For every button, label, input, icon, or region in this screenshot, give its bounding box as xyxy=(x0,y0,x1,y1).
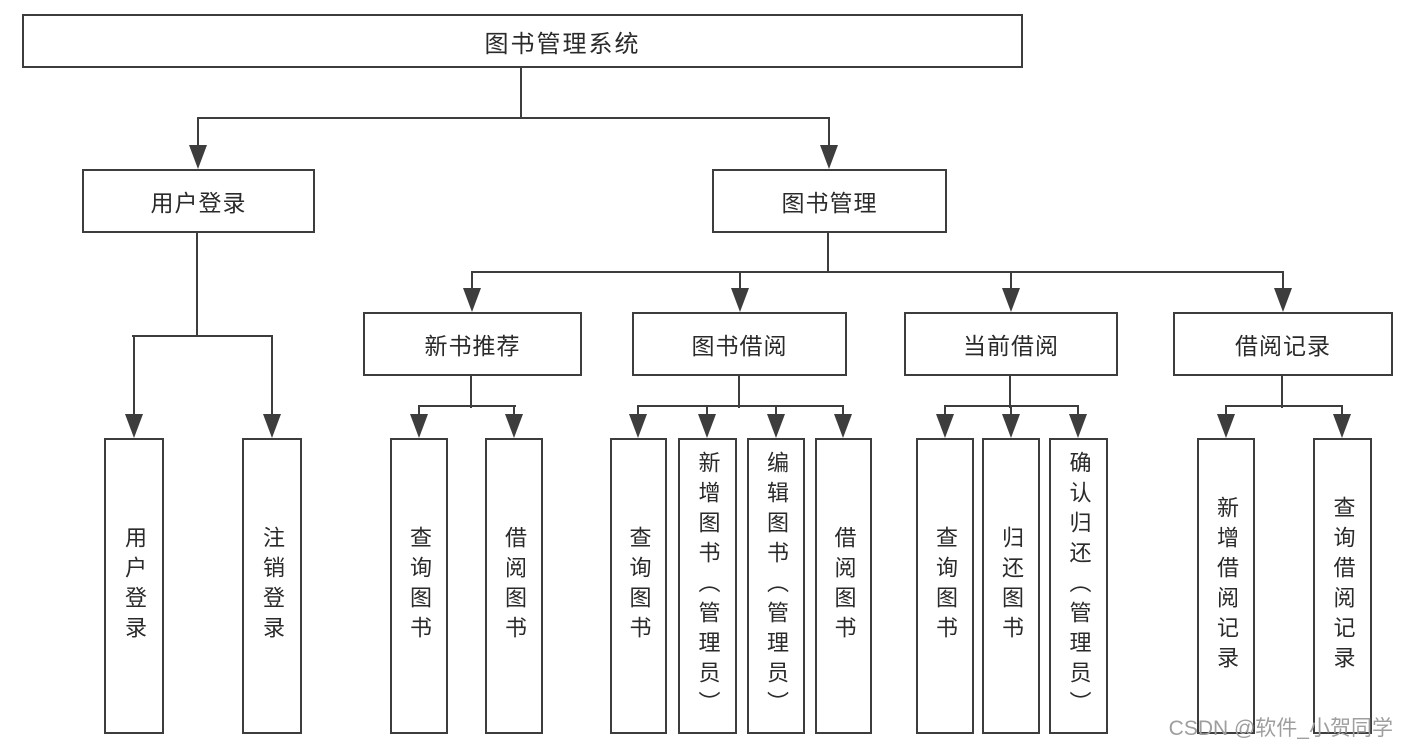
connector-line xyxy=(470,376,472,408)
arrowhead-down xyxy=(629,414,647,438)
node-label: 图书管理 xyxy=(781,190,878,216)
arrowhead-down xyxy=(1333,414,1351,438)
leaf-confirm-return-admin: 确认归还（管理员） xyxy=(1049,438,1108,734)
node-label: 查询图书 xyxy=(626,526,652,646)
arrowhead-down xyxy=(189,145,207,169)
node-book-management: 图书管理 xyxy=(712,169,947,233)
arrowhead-down xyxy=(1002,288,1020,312)
connector-line xyxy=(637,405,844,407)
connector-line xyxy=(520,68,522,119)
arrowhead-down xyxy=(1069,414,1087,438)
connector-line xyxy=(1010,405,1012,416)
connector-line xyxy=(471,271,473,290)
leaf-edit-book-admin: 编辑图书（管理员） xyxy=(747,438,805,734)
leaf-query-books-borrow: 查询图书 xyxy=(610,438,667,734)
connector-line xyxy=(513,405,515,416)
leaf-user-login: 用户登录 xyxy=(104,438,164,734)
node-label: 图书借阅 xyxy=(691,333,788,359)
connector-line xyxy=(196,233,198,337)
node-label: 新增借阅记录 xyxy=(1214,496,1239,676)
leaf-add-book-admin: 新增图书（管理员） xyxy=(678,438,737,734)
leaf-borrow-books: 借阅图书 xyxy=(815,438,872,734)
connector-line xyxy=(842,405,844,416)
connector-line xyxy=(471,271,1284,273)
node-label: 当前借阅 xyxy=(963,333,1059,359)
connector-line xyxy=(706,405,708,416)
connector-line xyxy=(1281,376,1283,408)
node-label: 查询图书 xyxy=(407,526,432,646)
connector-line xyxy=(1341,405,1343,416)
arrowhead-down xyxy=(936,414,954,438)
node-borrow-records: 借阅记录 xyxy=(1173,312,1393,376)
connector-line xyxy=(197,117,830,119)
node-label: 确认归还（管理员） xyxy=(1066,451,1092,721)
arrowhead-down xyxy=(698,414,716,438)
arrowhead-down xyxy=(767,414,785,438)
node-label: 新增图书（管理员） xyxy=(695,451,721,721)
arrowhead-down xyxy=(1274,288,1292,312)
node-label: 用户登录 xyxy=(122,526,147,646)
node-label: 查询借阅记录 xyxy=(1330,496,1356,676)
node-label: 归还图书 xyxy=(999,526,1024,646)
arrowhead-down xyxy=(463,288,481,312)
node-label: 借阅图书 xyxy=(502,526,527,646)
node-library-system: 图书管理系统 xyxy=(22,14,1023,68)
connector-line xyxy=(132,335,273,337)
arrowhead-down xyxy=(410,414,428,438)
connector-line xyxy=(738,376,740,408)
watermark-text: CSDN @软件_小贺同学 xyxy=(1168,717,1393,740)
connector-line xyxy=(828,117,830,147)
node-new-book-recommend: 新书推荐 xyxy=(363,312,582,376)
connector-line xyxy=(944,405,946,416)
connector-line xyxy=(418,405,420,416)
connector-line xyxy=(827,232,829,273)
node-label: 借阅图书 xyxy=(831,526,857,646)
leaf-query-books-current: 查询图书 xyxy=(916,438,974,734)
connector-line xyxy=(418,405,516,407)
leaf-query-borrow-record: 查询借阅记录 xyxy=(1313,438,1372,734)
node-label: 借阅记录 xyxy=(1235,333,1331,359)
node-label: 用户登录 xyxy=(150,190,247,216)
arrowhead-down xyxy=(263,414,281,438)
leaf-query-books-recommend: 查询图书 xyxy=(390,438,448,734)
leaf-return-book: 归还图书 xyxy=(982,438,1040,734)
node-label: 注销登录 xyxy=(260,526,285,646)
node-label: 查询图书 xyxy=(933,526,958,646)
connector-line xyxy=(197,117,199,147)
connector-line xyxy=(739,271,741,290)
node-label: 编辑图书（管理员） xyxy=(764,451,789,721)
connector-line xyxy=(271,335,273,416)
connector-line xyxy=(637,405,639,416)
connector-line xyxy=(1009,376,1011,408)
connector-line xyxy=(1225,405,1227,416)
node-current-borrow: 当前借阅 xyxy=(904,312,1118,376)
connector-line xyxy=(775,405,777,416)
leaf-add-borrow-record: 新增借阅记录 xyxy=(1197,438,1255,734)
leaf-logout: 注销登录 xyxy=(242,438,302,734)
arrowhead-down xyxy=(1002,414,1020,438)
connector-line xyxy=(1077,405,1079,416)
connector-line xyxy=(1282,271,1284,290)
arrowhead-down xyxy=(731,288,749,312)
node-label: 图书管理系统 xyxy=(484,30,641,58)
node-user-login: 用户登录 xyxy=(82,169,315,233)
connector-line xyxy=(1010,271,1012,290)
arrowhead-down xyxy=(505,414,523,438)
node-book-borrow: 图书借阅 xyxy=(632,312,847,376)
node-label: 新书推荐 xyxy=(424,333,521,359)
arrowhead-down xyxy=(820,145,838,169)
arrowhead-down xyxy=(1217,414,1235,438)
leaf-borrow-books-recommend: 借阅图书 xyxy=(485,438,543,734)
connector-line xyxy=(1225,405,1343,407)
arrowhead-down xyxy=(125,414,143,438)
arrowhead-down xyxy=(834,414,852,438)
connector-line xyxy=(133,335,135,416)
